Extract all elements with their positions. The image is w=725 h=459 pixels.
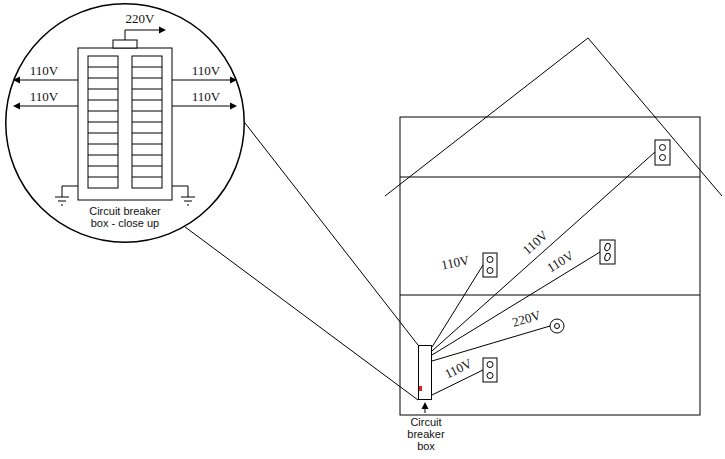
outlet-socket (660, 155, 666, 161)
house-wall (400, 117, 700, 415)
outlet-socket (604, 243, 611, 252)
arrow-head (13, 103, 20, 110)
circuit-arrow (20, 80, 78, 81)
outlet-socket (660, 145, 666, 151)
outlet-socket (487, 373, 493, 379)
wire (432, 265, 483, 347)
outlet (655, 140, 670, 165)
breaker-switches (132, 67, 162, 177)
voltage-label: 220V (509, 307, 542, 328)
breaker-box: Circuit breaker box (418, 345, 432, 400)
outlet (483, 253, 497, 277)
voltage-label: 110V (439, 252, 471, 271)
caption: Circuit breaker box - close up (81, 205, 169, 229)
ground-symbol (172, 186, 195, 205)
voltage-label: 110V (544, 248, 577, 275)
floor-line (400, 295, 700, 296)
wire (432, 326, 550, 361)
voltage-label: 110V (29, 90, 59, 103)
voltage-label: 110V (520, 228, 551, 258)
box-label: Circuit breaker box (402, 416, 450, 452)
indicator-mark (419, 386, 422, 391)
breaker-column (88, 56, 118, 188)
outlet-socket (555, 324, 560, 329)
feed-arrow (125, 30, 159, 40)
arrow-head (422, 402, 429, 409)
voltage-label: 110V (191, 64, 221, 77)
round-outlet (550, 319, 564, 333)
voltage-label: 110V (191, 90, 221, 103)
arrow-head (230, 103, 237, 110)
circuit-arrow (172, 106, 230, 107)
voltage-label: 220V (125, 12, 156, 25)
wire (432, 152, 655, 351)
circuit-arrow (172, 80, 230, 81)
outlet-socket (487, 362, 493, 368)
outlet (600, 240, 615, 264)
breaker-column (132, 56, 162, 188)
ground-symbol (55, 186, 78, 205)
breaker-switches (88, 67, 118, 177)
arrow-head (159, 27, 166, 34)
circle-outline (6, 4, 245, 243)
wire (432, 252, 600, 355)
circuit-arrow (20, 106, 78, 107)
magnifier-line (245, 123, 418, 345)
main-feed-connector (113, 40, 137, 48)
breaker-panel (78, 48, 172, 200)
magnifier-line (185, 227, 418, 400)
outlet-socket (604, 253, 611, 262)
outlet-socket (487, 268, 493, 274)
floor-line (400, 177, 700, 178)
outlet-socket (487, 257, 493, 263)
outlet (483, 358, 497, 382)
magnified-view-circle: Circuit breaker box - close up (5, 3, 245, 243)
voltage-label: 110V (29, 64, 59, 77)
